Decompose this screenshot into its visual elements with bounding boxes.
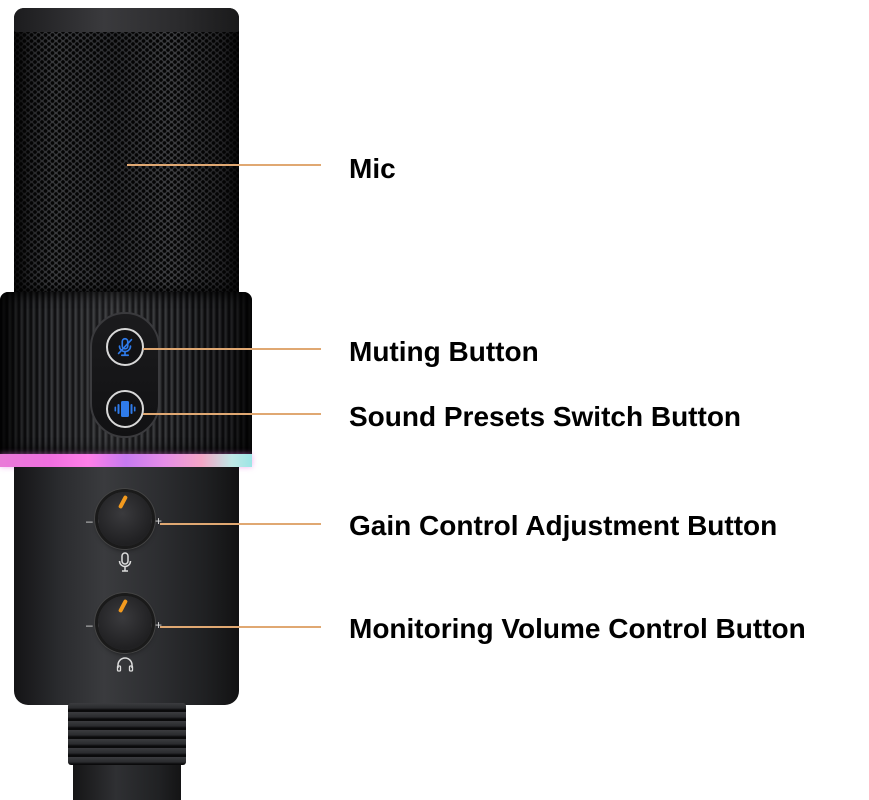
rgb-light-ring (0, 454, 252, 467)
leader-line-presets (143, 413, 321, 415)
gain-plus-mark: + (155, 514, 163, 528)
monitor-minus-mark: – (86, 618, 93, 632)
headphones-icon (116, 657, 134, 672)
mount-stem (73, 765, 181, 800)
label-muting-button: Muting Button (349, 336, 539, 367)
microphone-icon (118, 552, 132, 572)
sound-presets-icon (114, 401, 136, 417)
leader-line-gain (160, 523, 321, 525)
label-sound-presets-button: Sound Presets Switch Button (349, 401, 742, 432)
monitor-knob[interactable]: – + (86, 587, 163, 659)
mic-muted-icon (117, 337, 133, 357)
label-mic: Mic (349, 153, 396, 184)
leader-line-mic (127, 164, 321, 166)
label-gain-control: Gain Control Adjustment Button (349, 510, 778, 541)
leader-line-monitor (160, 626, 321, 628)
mic-top-cap (14, 8, 239, 32)
gain-minus-mark: – (86, 514, 93, 528)
mute-button[interactable] (106, 328, 144, 366)
mic-grille (14, 8, 239, 292)
monitor-plus-mark: + (155, 618, 163, 632)
sound-presets-button[interactable] (106, 390, 144, 428)
gain-knob[interactable]: – + (86, 483, 163, 555)
leader-line-mute (143, 348, 321, 350)
label-monitoring-volume: Monitoring Volume Control Button (349, 613, 806, 644)
mount-thread (68, 703, 186, 765)
